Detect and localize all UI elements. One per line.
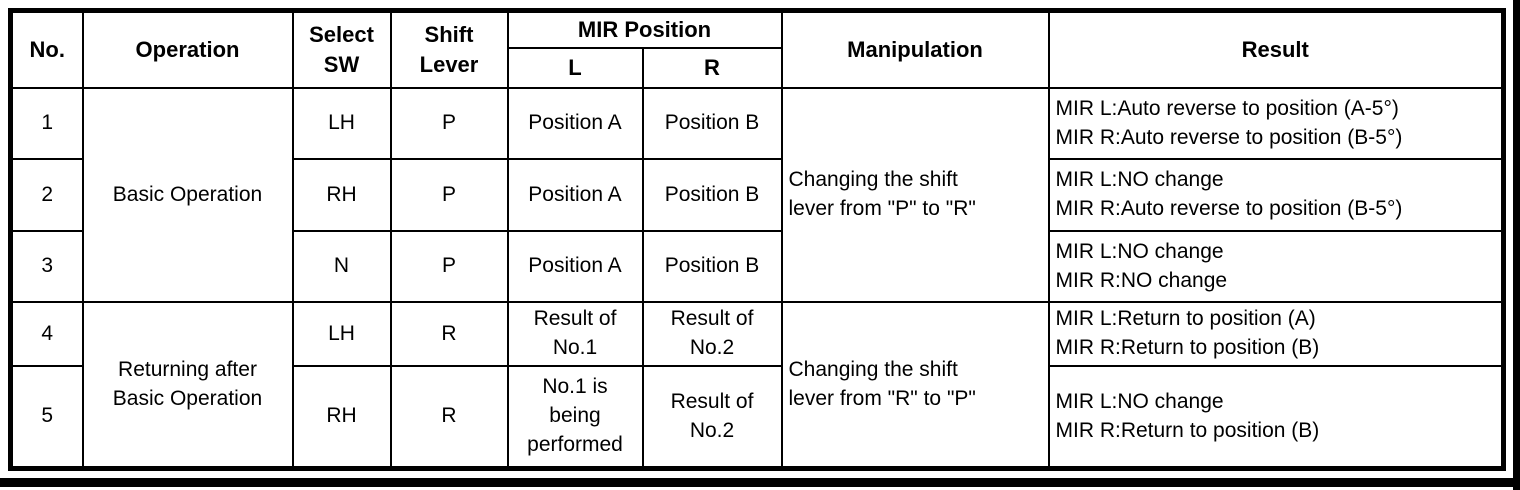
cell-select-sw-2: RH [291,158,392,233]
cell-result-1: MIR L:Auto reverse to position (A-5°) MI… [1047,87,1505,161]
cell-mir-l-3: Position A [506,230,644,304]
cell-shift-lever-3: P [389,230,509,304]
cell-no-1: 1 [9,87,84,161]
header-manipulation: Manipulation [780,9,1050,90]
cell-select-sw-5: RH [291,365,392,470]
table-row: 3 N P Position A Position B MIR L:NO cha… [9,230,1505,304]
cell-mir-l-4: Result of No.1 [506,301,644,368]
table-row: 4 Returning after Basic Operation LH R R… [9,301,1505,470]
cell-select-sw-4: LH [291,301,392,368]
cell-mir-r-3: Position B [641,230,783,304]
table-row: 5 RH R No.1 is being performed Result of… [9,365,1505,470]
cell-shift-lever-2: P [389,158,509,233]
cell-operation-returning: Returning after Basic Operation [81,301,294,470]
cell-mir-r-1: Position B [641,87,783,161]
cell-shift-lever-5: R [389,365,509,470]
cell-no-4: 4 [9,301,84,368]
cell-mir-r-2: Position B [641,158,783,233]
table-row: 2 RH P Position A Position B MIR L:NO ch… [9,158,1505,233]
cell-result-3: MIR L:NO change MIR R:NO change [1047,230,1505,304]
header-select-sw: Select SW [291,9,392,90]
header-no: No. [9,9,84,90]
cell-mir-l-2: Position A [506,158,644,233]
figure-frame-right-edge [1513,0,1520,490]
header-result: Result [1047,9,1505,90]
cell-manipulation-r-to-p: Changing the shift lever from "R" to "P" [780,301,1050,470]
cell-shift-lever-1: P [389,87,509,161]
header-operation: Operation [81,9,294,90]
cell-mir-r-4: Result of No.2 [641,301,783,368]
cell-operation-basic: Basic Operation [81,87,294,304]
cell-no-2: 2 [9,158,84,233]
cell-result-2: MIR L:NO change MIR R:Auto reverse to po… [1047,158,1505,233]
cell-select-sw-3: N [291,230,392,304]
cell-manipulation-p-to-r: Changing the shift lever from "P" to "R" [780,87,1050,304]
header-mir-r: R [641,47,783,90]
cell-result-4: MIR L:Return to position (A) MIR R:Retur… [1047,301,1505,368]
cell-shift-lever-4: R [389,301,509,368]
mir-operation-table: No. Operation Select SW Shift Lever MIR … [8,8,1506,471]
cell-mir-r-5: Result of No.2 [641,365,783,470]
header-mir-position: MIR Position [506,9,783,50]
cell-mir-l-5: No.1 is being performed [506,365,644,470]
header-shift-lever: Shift Lever [389,9,509,90]
header-mir-l: L [506,47,644,90]
cell-result-5: MIR L:NO change MIR R:Return to position… [1047,365,1505,470]
figure-frame-bottom-edge [0,478,1520,487]
cell-no-3: 3 [9,230,84,304]
table-row: 1 Basic Operation LH P Position A Positi… [9,87,1505,304]
cell-no-5: 5 [9,365,84,470]
cell-select-sw-1: LH [291,87,392,161]
cell-mir-l-1: Position A [506,87,644,161]
